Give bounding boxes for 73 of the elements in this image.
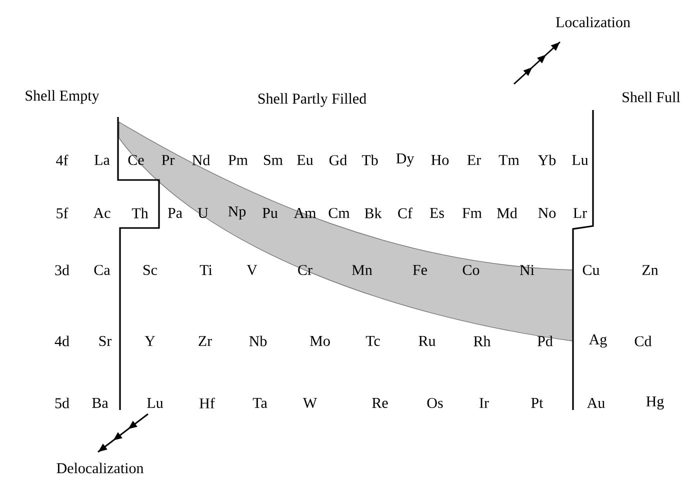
element-symbol: Th (132, 208, 148, 218)
element-symbol: Sm (264, 154, 283, 166)
element-symbol: U (198, 208, 208, 218)
element-symbol: Lu (572, 155, 588, 165)
direction-label: Localization (556, 16, 630, 28)
element-symbol: Ru (418, 336, 436, 346)
element-symbol: Pu (262, 208, 278, 218)
element-symbol: Cd (634, 336, 652, 346)
element-symbol: Np (228, 206, 246, 220)
element-symbol: La (94, 155, 110, 165)
element-symbol: Ho (431, 155, 449, 165)
element-symbol: Md (497, 208, 518, 218)
element-symbol: Mo (310, 336, 330, 346)
element-symbol: Ta (252, 398, 268, 408)
element-symbol: Tc (366, 336, 380, 346)
element-symbol: W (302, 398, 318, 408)
shell-heading: Shell Partly Filled (258, 93, 366, 107)
row-label: 5f (56, 208, 68, 218)
element-symbol: Ti (200, 265, 212, 275)
element-symbol: Tm (498, 155, 520, 165)
element-symbol: Ce (128, 154, 144, 166)
element-symbol: Pm (228, 155, 248, 165)
element-symbol: Rh (474, 336, 491, 346)
element-symbol: Eu (297, 155, 314, 165)
element-symbol: Hf (200, 398, 215, 408)
element-symbol: Fe (412, 265, 427, 275)
element-symbol: Nd (192, 154, 210, 166)
element-symbol: Ca (94, 264, 110, 276)
element-symbol: Er (467, 155, 481, 165)
direction-label: Delocalization (56, 462, 144, 474)
element-symbol: Co (462, 264, 480, 276)
element-symbol: Y (144, 336, 156, 346)
element-symbol: Dy (396, 153, 414, 167)
element-symbol: No (538, 208, 556, 218)
row-label: 4f (56, 154, 68, 166)
element-symbol: Hg (646, 396, 664, 410)
element-symbol: Gd (329, 154, 347, 166)
element-symbol: Pr (162, 155, 175, 165)
element-symbol: Re (372, 398, 388, 408)
element-symbol: V (246, 264, 258, 275)
element-symbol: Ba (92, 398, 108, 408)
element-symbol: Ac (93, 208, 110, 218)
element-symbol: Pa (168, 208, 182, 218)
element-symbol: Nb (249, 336, 267, 346)
element-symbol: Ag (588, 334, 607, 348)
element-symbol: Cu (582, 264, 600, 276)
element-symbol: Lr (573, 208, 587, 218)
row-label: 4d (54, 336, 70, 346)
element-symbol: Mn (352, 265, 372, 275)
element-symbol: Sc (144, 264, 158, 276)
row-label: 5d (55, 398, 70, 408)
element-symbol: Zn (642, 265, 658, 275)
shell-heading: Shell Full (622, 92, 680, 102)
element-symbol: Cm (328, 208, 350, 218)
element-symbol: Os (427, 398, 443, 408)
element-symbol: Es (430, 208, 444, 218)
element-symbol: Pd (538, 336, 553, 346)
element-symbol: Tb (362, 154, 378, 166)
element-symbol: Ni (520, 265, 534, 275)
element-symbol: Am (294, 208, 316, 218)
element-symbol: Cr (298, 264, 312, 276)
element-symbol: Fm (462, 208, 482, 218)
element-symbol: Yb (538, 154, 556, 166)
element-symbol: Sr (99, 336, 112, 346)
element-symbol: Lu (147, 398, 164, 408)
element-symbol: Ir (480, 398, 489, 408)
element-symbol: Zr (198, 336, 212, 346)
element-symbol: Au (586, 398, 605, 408)
row-label: 3d (55, 264, 70, 276)
element-symbol: Cf (398, 208, 412, 218)
element-symbol: Pt (531, 398, 544, 408)
element-symbol: Bk (364, 208, 382, 218)
shell-heading: Shell Empty (26, 90, 100, 104)
